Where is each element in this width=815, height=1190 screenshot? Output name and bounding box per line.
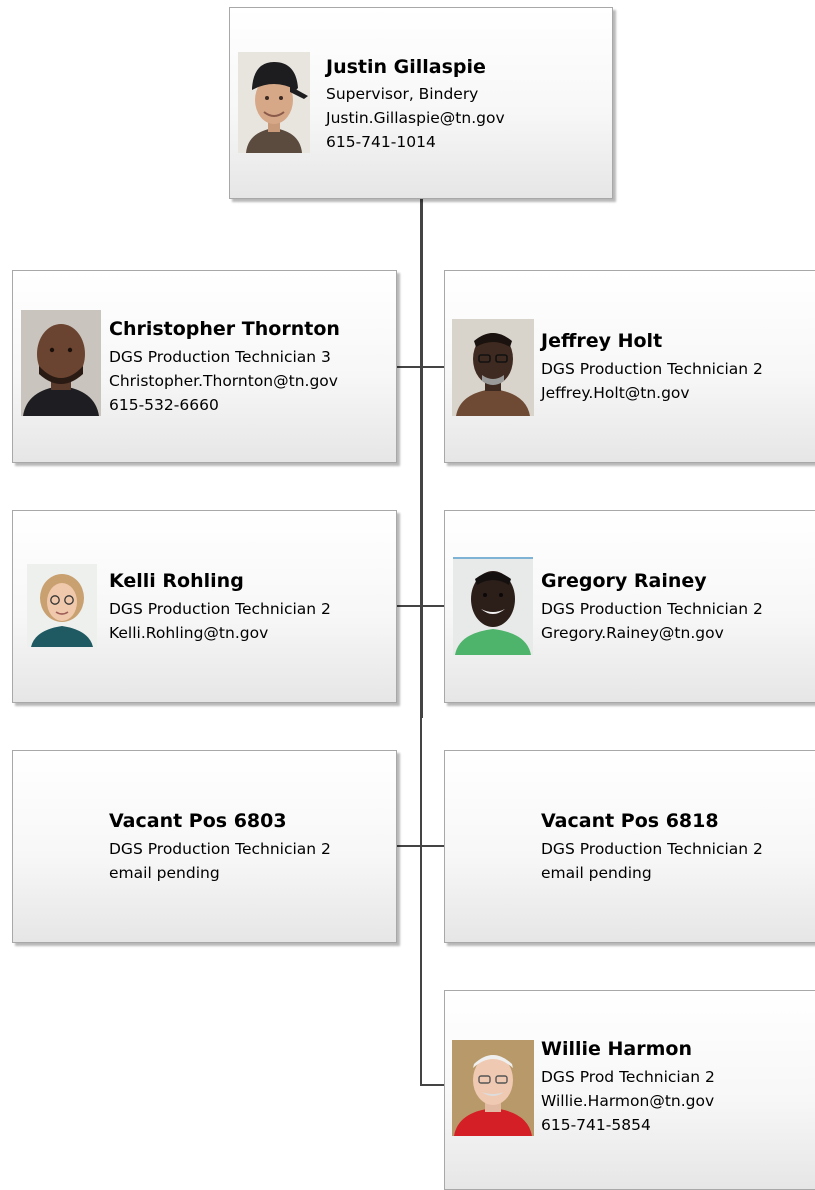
connector-row1-left bbox=[397, 366, 422, 368]
org-card-supervisor[interactable]: Justin Gillaspie Supervisor, Bindery Jus… bbox=[229, 7, 613, 199]
connector-row2-right bbox=[421, 605, 445, 607]
christopher-thornton-email[interactable]: Christopher.Thornton@tn.gov bbox=[109, 372, 338, 390]
christopher-thornton-phone: 615-532-6660 bbox=[109, 396, 219, 414]
willie-harmon-name: Willie Harmon bbox=[541, 1038, 692, 1060]
gregory-rainey-photo bbox=[453, 557, 533, 655]
connector-row3-right bbox=[421, 845, 445, 847]
christopher-thornton-photo bbox=[21, 310, 101, 416]
kelli-rohling-email[interactable]: Kelli.Rohling@tn.gov bbox=[109, 624, 269, 642]
supervisor-email[interactable]: Justin.Gillaspie@tn.gov bbox=[326, 109, 505, 127]
supervisor-photo bbox=[238, 52, 310, 153]
supervisor-name: Justin Gillaspie bbox=[326, 56, 486, 78]
vacant-6818-title: DGS Production Technician 2 bbox=[541, 840, 763, 858]
jeffrey-holt-title: DGS Production Technician 2 bbox=[541, 360, 763, 378]
vacant-6818-email: email pending bbox=[541, 864, 652, 882]
org-card-vacant-6803[interactable]: Vacant Pos 6803 DGS Production Technicia… bbox=[12, 750, 397, 943]
connector-trunk-lower bbox=[420, 716, 422, 1086]
connector-bottom-right bbox=[420, 1084, 445, 1086]
vacant-6803-name: Vacant Pos 6803 bbox=[109, 810, 287, 832]
jeffrey-holt-photo bbox=[452, 319, 534, 416]
gregory-rainey-title: DGS Production Technician 2 bbox=[541, 600, 763, 618]
connector-trunk bbox=[420, 198, 423, 718]
jeffrey-holt-name: Jeffrey Holt bbox=[541, 330, 663, 352]
vacant-6803-title: DGS Production Technician 2 bbox=[109, 840, 331, 858]
jeffrey-holt-email[interactable]: Jeffrey.Holt@tn.gov bbox=[541, 384, 690, 402]
org-card-vacant-6818[interactable]: Vacant Pos 6818 DGS Production Technicia… bbox=[444, 750, 815, 943]
vacant-6803-email: email pending bbox=[109, 864, 220, 882]
willie-harmon-email[interactable]: Willie.Harmon@tn.gov bbox=[541, 1092, 715, 1110]
org-card-christopher-thornton[interactable]: Christopher Thornton DGS Production Tech… bbox=[12, 270, 397, 463]
supervisor-title: Supervisor, Bindery bbox=[326, 85, 479, 103]
connector-row1-right bbox=[421, 366, 445, 368]
org-card-jeffrey-holt[interactable]: Jeffrey Holt DGS Production Technician 2… bbox=[444, 270, 815, 463]
christopher-thornton-name: Christopher Thornton bbox=[109, 318, 340, 340]
org-card-willie-harmon[interactable]: Willie Harmon DGS Prod Technician 2 Will… bbox=[444, 990, 815, 1190]
willie-harmon-phone: 615-741-5854 bbox=[541, 1116, 651, 1134]
christopher-thornton-title: DGS Production Technician 3 bbox=[109, 348, 331, 366]
kelli-rohling-name: Kelli Rohling bbox=[109, 570, 244, 592]
org-card-kelli-rohling[interactable]: Kelli Rohling DGS Production Technician … bbox=[12, 510, 397, 703]
connector-row2-left bbox=[397, 605, 422, 607]
gregory-rainey-email[interactable]: Gregory.Rainey@tn.gov bbox=[541, 624, 724, 642]
org-card-gregory-rainey[interactable]: Gregory Rainey DGS Production Technician… bbox=[444, 510, 815, 703]
willie-harmon-photo bbox=[452, 1040, 534, 1136]
supervisor-phone: 615-741-1014 bbox=[326, 133, 436, 151]
vacant-6818-name: Vacant Pos 6818 bbox=[541, 810, 719, 832]
kelli-rohling-photo bbox=[27, 564, 97, 647]
willie-harmon-title: DGS Prod Technician 2 bbox=[541, 1068, 715, 1086]
connector-row3-left bbox=[397, 845, 422, 847]
kelli-rohling-title: DGS Production Technician 2 bbox=[109, 600, 331, 618]
gregory-rainey-name: Gregory Rainey bbox=[541, 570, 707, 592]
